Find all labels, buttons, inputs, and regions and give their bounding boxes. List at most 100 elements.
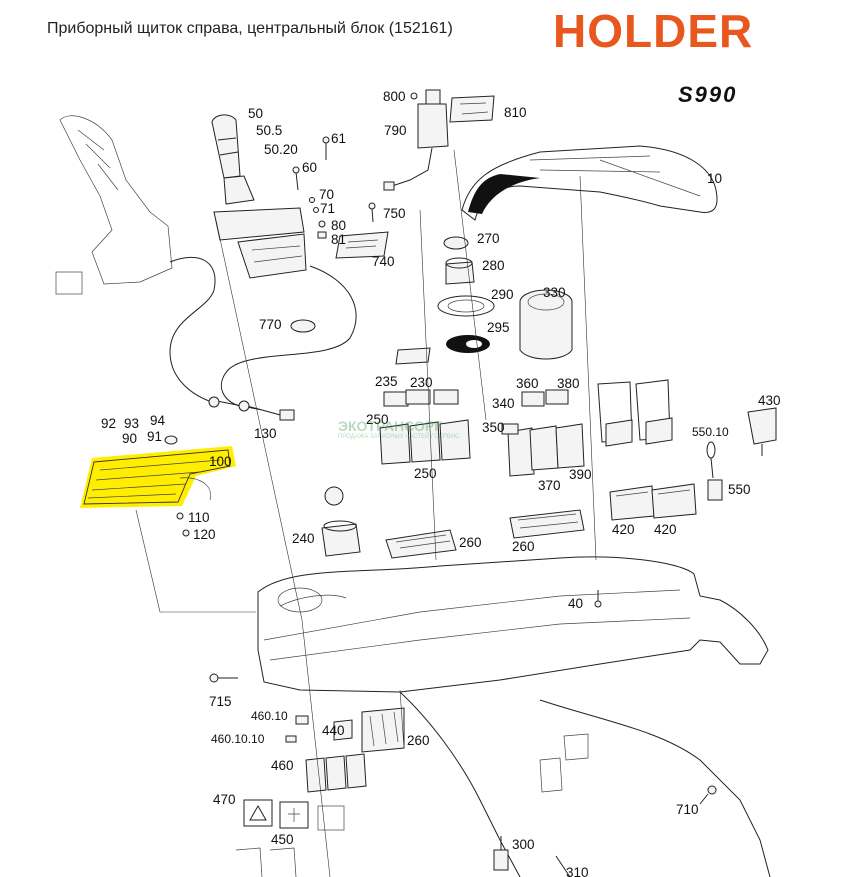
- label-94: 94: [150, 413, 166, 428]
- label-260b: 260: [512, 539, 535, 554]
- label-260a: 260: [459, 535, 482, 550]
- page-title: Приборный щиток справа, центральный блок…: [47, 20, 453, 37]
- part-440-switch[interactable]: [333, 719, 353, 741]
- part-740-plate[interactable]: [335, 231, 389, 259]
- part-100-highlight: [80, 446, 236, 508]
- label-50: 50: [248, 106, 263, 121]
- label-770: 770: [259, 317, 282, 332]
- part-260-frames[interactable]: [361, 509, 585, 753]
- part-40-screw[interactable]: [594, 590, 602, 608]
- small-screws-60-81[interactable]: [292, 136, 330, 239]
- part-770-grommet[interactable]: [290, 319, 316, 333]
- part-330-gauge[interactable]: [519, 289, 573, 360]
- label-70: 70: [319, 187, 334, 202]
- label-91: 91: [147, 429, 162, 444]
- leader-lines: [135, 149, 597, 877]
- part-790-switch[interactable]: [383, 89, 449, 191]
- label-350: 350: [482, 420, 505, 435]
- label-295: 295: [487, 320, 510, 335]
- parts-110-120-screws[interactable]: [176, 512, 190, 537]
- part-10-top-cover[interactable]: [461, 145, 718, 221]
- label-93: 93: [124, 416, 139, 431]
- label-715: 715: [209, 694, 232, 709]
- part-290-ring[interactable]: [437, 295, 495, 317]
- part-750-screw[interactable]: [368, 202, 376, 223]
- label-810: 810: [504, 105, 527, 120]
- label-460-10-10: 460.10.10: [211, 732, 265, 746]
- dashboard-housing: [257, 556, 769, 693]
- label-92: 92: [101, 416, 116, 431]
- label-40: 40: [568, 596, 583, 611]
- label-460: 460: [271, 758, 294, 773]
- label-230: 230: [410, 375, 433, 390]
- part-715-screw[interactable]: [209, 673, 238, 683]
- label-390: 390: [569, 467, 592, 482]
- label-235: 235: [375, 374, 398, 389]
- switch-bank-right[interactable]: [501, 389, 585, 477]
- part-430-sensor[interactable]: [747, 407, 777, 456]
- part-labels: 10 40 50 50.5 50.20 60 61 70 71 80 81 92…: [101, 89, 781, 877]
- label-80: 80: [331, 218, 346, 233]
- label-450: 450: [271, 832, 294, 847]
- part-420-panels[interactable]: [609, 483, 697, 521]
- label-270: 270: [477, 231, 500, 246]
- label-61: 61: [331, 131, 346, 146]
- label-60: 60: [302, 160, 317, 175]
- part-50-joystick[interactable]: [211, 114, 307, 279]
- label-380: 380: [557, 376, 580, 391]
- label-280: 280: [482, 258, 505, 273]
- label-300: 300: [512, 837, 535, 852]
- label-310: 310: [566, 865, 589, 877]
- label-71: 71: [320, 201, 335, 216]
- part-310-rod[interactable]: [555, 855, 571, 877]
- model-name: S990: [678, 82, 738, 107]
- part-270-cap[interactable]: [443, 236, 469, 250]
- label-790: 790: [384, 123, 407, 138]
- part-295-disc[interactable]: [446, 335, 490, 353]
- label-50-20: 50.20: [264, 142, 298, 157]
- label-420b: 420: [654, 522, 677, 537]
- part-800-screw[interactable]: [410, 92, 418, 100]
- parts-90-94-connectors[interactable]: [164, 435, 178, 445]
- label-430: 430: [758, 393, 781, 408]
- label-370: 370: [538, 478, 561, 493]
- label-110: 110: [188, 510, 210, 525]
- label-290: 290: [491, 287, 514, 302]
- label-130: 130: [254, 426, 277, 441]
- lower-housing: [399, 691, 771, 877]
- part-810-label[interactable]: [449, 95, 495, 123]
- label-360: 360: [516, 376, 539, 391]
- label-100: 100: [209, 454, 232, 469]
- label-440: 440: [322, 723, 345, 738]
- part-100-circuit-board[interactable]: [83, 449, 231, 505]
- label-340: 340: [492, 396, 515, 411]
- part-470-hazard-symbol[interactable]: [243, 799, 273, 827]
- part-710-screw[interactable]: [699, 785, 717, 805]
- part-280-knob[interactable]: [445, 257, 475, 285]
- label-750: 750: [383, 206, 406, 221]
- switch-bank-center[interactable]: [379, 347, 471, 465]
- label-10: 10: [707, 171, 722, 186]
- label-710: 710: [676, 802, 699, 817]
- part-450-symbol[interactable]: [279, 801, 309, 829]
- label-81: 81: [331, 232, 346, 247]
- label-460-10: 460.10: [251, 709, 288, 723]
- label-550: 550: [728, 482, 751, 497]
- label-420a: 420: [612, 522, 635, 537]
- brand-logo: HOLDER: [553, 5, 754, 57]
- label-330: 330: [543, 285, 566, 300]
- part-300-potentiometer[interactable]: [493, 836, 509, 871]
- part-240-relay[interactable]: [321, 486, 361, 557]
- label-240: 240: [292, 531, 315, 546]
- cables: [169, 256, 357, 421]
- ghost-joystick-outline: [55, 115, 173, 295]
- part-550-fuse[interactable]: [706, 441, 723, 501]
- part-460-switches[interactable]: [285, 715, 367, 793]
- label-550-10: 550.10: [692, 425, 729, 439]
- label-800: 800: [383, 89, 406, 104]
- label-90: 90: [122, 431, 137, 446]
- label-260c: 260: [407, 733, 430, 748]
- label-250b: 250: [414, 466, 437, 481]
- switch-covers-far-right[interactable]: [597, 379, 673, 447]
